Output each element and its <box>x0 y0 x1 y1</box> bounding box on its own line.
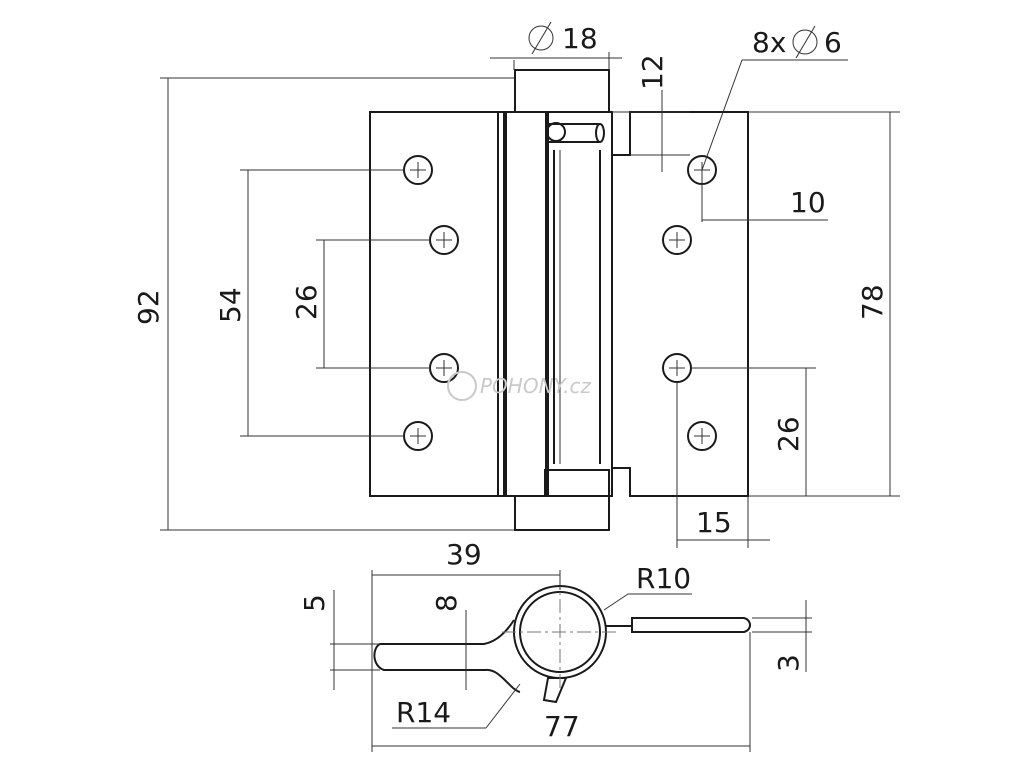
front-view <box>369 69 749 531</box>
barrel <box>503 111 547 497</box>
section-view <box>373 574 751 704</box>
overall-width-label: 77 <box>544 710 580 743</box>
barrel-radius-label: R10 <box>636 562 691 595</box>
hole-centerlines <box>410 162 710 444</box>
watermark: POHONY.cz <box>447 371 592 401</box>
hole <box>662 225 692 255</box>
watermark-logo-icon <box>447 371 477 401</box>
hole-diameter-icon <box>792 29 818 55</box>
right-offset-label: 10 <box>790 186 826 219</box>
hole <box>687 421 717 451</box>
barrel-offset-label: 8 <box>430 594 463 612</box>
pin-diameter-label: 18 <box>562 22 598 55</box>
watermark-text: POHONY.cz <box>480 374 592 398</box>
overall-height-label: 92 <box>132 289 165 325</box>
section-right-leaf <box>606 617 751 633</box>
right-holes <box>662 155 717 451</box>
thickness-right-label: 3 <box>772 654 805 672</box>
inner-spacing-right-label: 26 <box>772 416 805 452</box>
front-dimensions: 18 12 8x 6 10 92 54 26 <box>132 21 900 548</box>
bottom-cap <box>514 495 610 531</box>
set-pin-end <box>595 123 605 143</box>
leaf-height-label: 78 <box>856 284 889 320</box>
set-pin <box>546 122 566 142</box>
outer-spacing-label: 54 <box>214 287 247 323</box>
bottom-collar <box>544 469 610 497</box>
hole-count-label: 8x <box>752 26 786 59</box>
top-offset-label: 12 <box>636 54 669 90</box>
section-left-arm <box>373 619 521 693</box>
hole-diameter-label: 6 <box>824 26 842 59</box>
barrel-spring <box>547 111 613 497</box>
diameter-icon <box>528 25 554 51</box>
section-dimensions: 39 R10 5 8 R14 77 3 <box>298 538 812 752</box>
top-cap <box>514 69 610 113</box>
section-stop-tab <box>542 677 568 704</box>
left-leaf <box>369 111 507 497</box>
right-leaf <box>611 111 749 497</box>
section-width-label: 39 <box>446 538 482 571</box>
bottom-offset-label: 15 <box>696 506 732 539</box>
left-holes <box>403 155 459 451</box>
inner-spacing-left-label: 26 <box>290 284 323 320</box>
arm-radius-label: R14 <box>396 696 451 729</box>
thickness-left-label: 5 <box>298 594 331 612</box>
